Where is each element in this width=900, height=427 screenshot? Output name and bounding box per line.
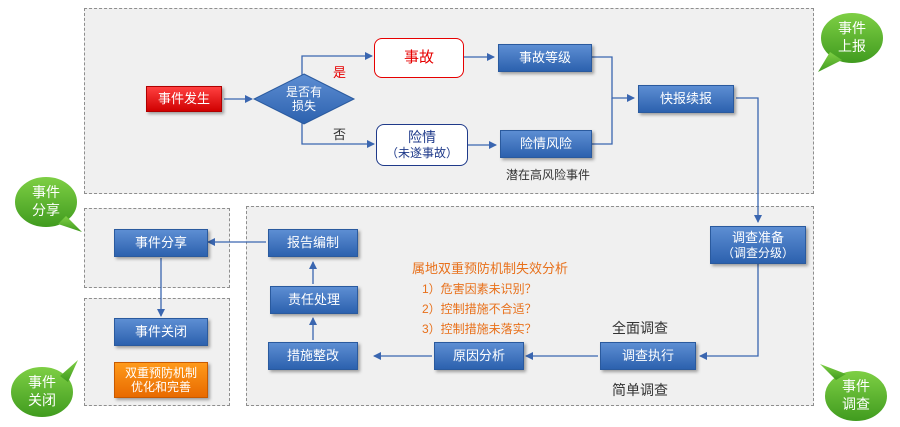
optimize-line-2: 优化和完善 xyxy=(130,380,191,394)
danger-title: 险情 xyxy=(408,129,436,146)
analysis-item-1: 1）危害因素未识别？ xyxy=(422,282,537,296)
optimize-node: 双重预防机制 优化和完善 xyxy=(114,362,208,398)
analysis-item-3: 3）控制措施未落实？ xyxy=(422,322,537,336)
arrow-quick-to-prep xyxy=(736,97,762,223)
danger-node: 险情 （未遂事故） xyxy=(376,124,468,166)
investigation-prep-title: 调查准备 xyxy=(731,230,784,245)
potential-event-label: 潜在高风险事件 xyxy=(506,168,591,182)
event-occur-node: 事件发生 xyxy=(146,86,222,112)
event-close-node: 事件关闭 xyxy=(114,318,208,346)
investigation-exec-node: 调查执行 xyxy=(600,342,696,370)
no-label: 否 xyxy=(333,127,347,142)
investigation-prep-node: 调查准备 （调查分级） xyxy=(710,226,806,264)
accident-level-node: 事故等级 xyxy=(498,44,592,72)
yes-label: 是 xyxy=(333,65,347,80)
arrow-no-to-danger xyxy=(301,122,375,148)
bubble-close-text: 事件 关闭 xyxy=(28,374,56,408)
responsibility-node: 责任处理 xyxy=(270,286,358,314)
danger-subtitle: （未遂事故） xyxy=(385,146,458,161)
bubble-report-shape xyxy=(818,11,885,72)
decision-label: 是否有 损失 xyxy=(285,84,322,113)
analysis-title: 属地双重预防机制失效分析 xyxy=(412,261,569,276)
corrective-measures-node: 措施整改 xyxy=(268,342,358,370)
bubble-investigate-shape xyxy=(820,364,889,423)
analysis-item-2: 2）控制措施不合适？ xyxy=(422,302,537,316)
optimize-line-1: 双重预防机制 xyxy=(124,365,197,380)
report-compile-node: 报告编制 xyxy=(268,229,358,257)
event-share-node: 事件分享 xyxy=(114,229,208,257)
cause-analysis-node: 原因分析 xyxy=(434,342,524,370)
danger-risk-node: 险情风险 xyxy=(500,130,592,158)
bubble-share-text: 事件 分享 xyxy=(32,184,60,218)
accident-node: 事故 xyxy=(374,38,464,78)
arrow-level-to-quick xyxy=(592,56,635,102)
bubble-investigate-text: 事件 调查 xyxy=(842,378,870,412)
full-investigation-label: 全面调查 xyxy=(612,320,668,336)
decision-diamond xyxy=(252,73,356,125)
bubble-report-text: 事件 上报 xyxy=(838,20,866,54)
bubble-share-shape xyxy=(13,175,82,232)
investigation-prep-subtitle: （调查分级） xyxy=(721,245,794,260)
arrow-prep-to-exec xyxy=(699,264,759,360)
quick-report-node: 快报续报 xyxy=(638,85,734,113)
arrow-yes-to-accident xyxy=(301,52,373,76)
bubble-close-shape xyxy=(9,360,78,419)
simple-investigation-label: 简单调查 xyxy=(612,382,668,398)
